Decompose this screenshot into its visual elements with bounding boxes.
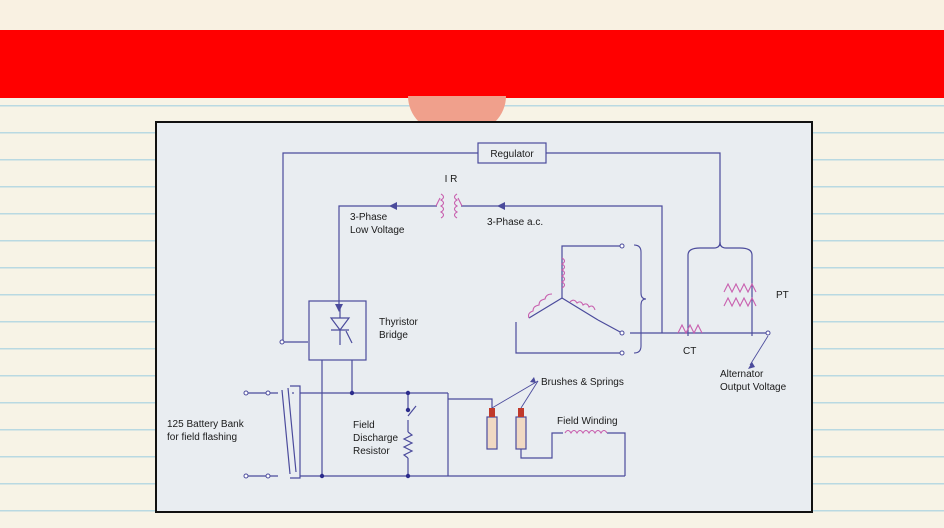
field-discharge-resistor [402, 431, 414, 459]
field-winding-coil [564, 429, 608, 435]
stator-coil-right [569, 299, 596, 311]
arrow-ac [497, 202, 505, 210]
ct-coil [677, 323, 703, 335]
brush-right-tip [518, 408, 524, 417]
arrow-down-bridge [335, 304, 343, 312]
thyristor-label-1: Thyristor [379, 317, 419, 328]
three-phase-low-wire [338, 205, 437, 306]
ir-coil-right [453, 193, 459, 219]
thyristor-bridge-box [308, 300, 367, 361]
stator-coil-top [560, 257, 566, 289]
output-brace [633, 244, 647, 354]
brush-left-tip [489, 408, 495, 417]
title-band [0, 30, 944, 98]
pt-coil-bottom [723, 296, 757, 308]
fdr-label-3: Resistor [353, 446, 390, 457]
thyristor-symbol [329, 306, 353, 345]
ir-coil-left [439, 193, 445, 219]
fdr-label-2: Discharge [353, 433, 398, 444]
alternator-label-2: Output Voltage [720, 382, 787, 393]
ir-label: I R [445, 174, 458, 185]
pt-coil-top [723, 282, 757, 294]
pt-label: PT [776, 290, 789, 301]
three-phase-low-label-1: 3-Phase [350, 212, 388, 223]
stator-coil-left [527, 293, 553, 319]
pt-bracket [687, 241, 753, 256]
regulator-to-pt-wire [546, 152, 721, 246]
ct-label: CT [683, 346, 696, 357]
three-phase-ac-wire [461, 205, 663, 333]
arrow-brushes [530, 377, 536, 383]
arrow-alternator [748, 362, 755, 369]
regulator-to-bridge-wire [282, 152, 478, 343]
battery-label-2: for field flashing [167, 432, 237, 443]
diagram-panel [155, 121, 813, 513]
thyristor-label-2: Bridge [379, 330, 408, 341]
three-phase-low-label-2: Low Voltage [350, 225, 405, 236]
top-strip [0, 0, 944, 30]
battery-label-1: 125 Battery Bank [167, 419, 245, 430]
alternator-label-1: Alternator [720, 369, 764, 380]
arrow-low [389, 202, 397, 210]
brushes-label: Brushes & Springs [541, 377, 624, 388]
brush-right [515, 416, 527, 450]
fdr-label-1: Field [353, 420, 375, 431]
field-winding-label: Field Winding [557, 416, 618, 427]
brush-left [486, 416, 498, 450]
three-phase-ac-label: 3-Phase a.c. [487, 217, 543, 228]
regulator-label: Regulator [490, 149, 534, 160]
